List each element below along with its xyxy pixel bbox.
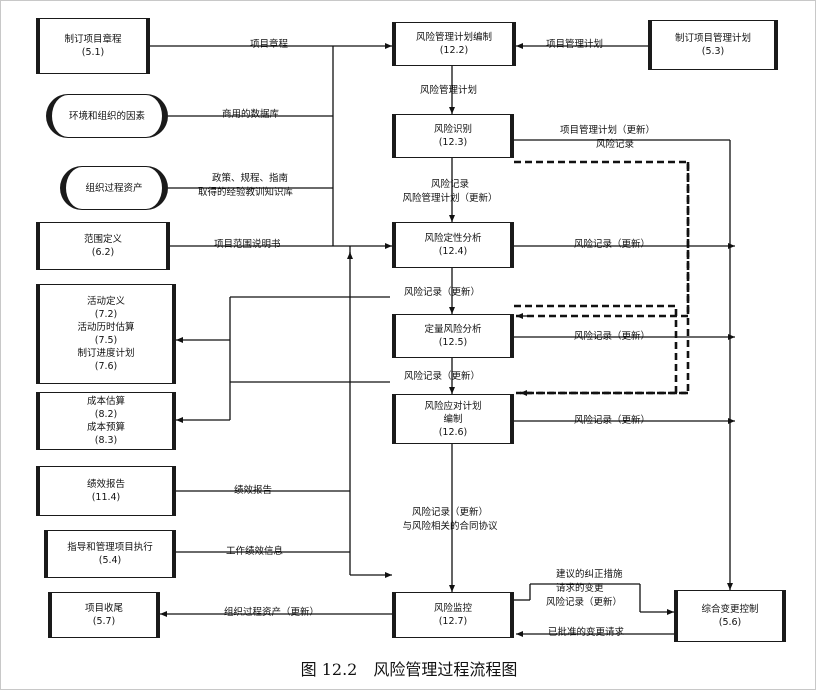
quantitative-analysis-box: 定量风险分析 (12.5) xyxy=(392,314,514,358)
label-ri-down-2: 风险管理计划（更新） xyxy=(402,193,498,204)
label-rmp-out: 风险管理计划 xyxy=(420,85,478,96)
cost-line-2: (8.2) xyxy=(94,409,118,420)
monitor-name: 风险监控 xyxy=(433,603,472,614)
cost-processes-box: 成本估算 (8.2) 成本预算 (8.3) xyxy=(36,392,176,450)
cost-line-4: (8.3) xyxy=(94,435,118,446)
scope-name: 范围定义 xyxy=(83,234,122,245)
perf-code: (11.4) xyxy=(91,492,121,503)
label-qual-down: 风险记录（更新） xyxy=(404,287,481,298)
icc-name: 综合变更控制 xyxy=(701,604,759,615)
label-opa-out-1: 政策、规程、指南 xyxy=(212,173,289,184)
figure-caption: 图 12.2 风险管理过程流程图 xyxy=(300,660,518,679)
icc-code: (5.6) xyxy=(718,617,742,628)
resp-line-3: (12.6) xyxy=(438,426,468,438)
direct-manage-box: 指导和管理项目执行 (5.4) xyxy=(44,530,176,578)
env-factors-box: 环境和组织的因素 xyxy=(46,94,168,138)
label-ri-out-1: 项目管理计划（更新） xyxy=(560,125,656,136)
activity-line-1: 活动定义 xyxy=(86,296,125,307)
project-plan-box: 制订项目管理计划 (5.3) xyxy=(648,20,778,70)
risk-monitor-box: 风险监控 (12.7) xyxy=(392,592,514,638)
ri-name: 风险识别 xyxy=(433,124,472,135)
label-ri-out-2: 风险记录 xyxy=(596,139,635,150)
resp-line-2: 编制 xyxy=(443,413,463,425)
pmp-name: 制订项目管理计划 xyxy=(674,33,751,44)
label-monitor-out-2: 请求的变更 xyxy=(556,583,604,594)
label-opa-out-2: 取得的经验教训知识库 xyxy=(198,187,294,198)
label-charter-out: 项目章程 xyxy=(250,39,289,50)
risk-identification-box: 风险识别 (12.3) xyxy=(392,114,514,158)
label-ri-down-1: 风险记录 xyxy=(430,179,470,190)
rmp-name: 风险管理计划编制 xyxy=(415,32,492,43)
resp-line-1: 风险应对计划 xyxy=(424,400,482,412)
direct-name: 指导和管理项目执行 xyxy=(67,542,153,553)
ri-code: (12.3) xyxy=(438,137,468,148)
scope-code: (6.2) xyxy=(91,247,115,258)
closure-code: (5.7) xyxy=(92,616,116,627)
label-qual-out: 风险记录（更新） xyxy=(574,239,651,250)
label-resp-down-1: 风险记录（更新） xyxy=(411,507,489,518)
label-icc-out: 已批准的变更请求 xyxy=(548,627,625,638)
risk-response-box: 风险应对计划 编制 (12.6) xyxy=(392,394,514,444)
project-closure-box: 项目收尾 (5.7) xyxy=(48,592,160,638)
quant-name: 定量风险分析 xyxy=(424,324,482,335)
activity-line-6: (7.6) xyxy=(94,361,118,372)
performance-report-box: 绩效报告 (11.4) xyxy=(36,466,176,516)
charter-code: (5.1) xyxy=(81,47,105,58)
env-factors-name: 环境和组织的因素 xyxy=(68,110,145,122)
qual-code: (12.4) xyxy=(438,246,468,257)
label-scope-out: 项目范围说明书 xyxy=(214,239,281,250)
label-monitor-out-1: 建议的纠正措施 xyxy=(556,569,623,580)
label-closure-in: 组织过程资产（更新） xyxy=(224,607,320,618)
cost-line-3: 成本预算 xyxy=(86,422,125,433)
schedule-processes-box: 活动定义 (7.2) 活动历时估算 (7.5) 制订进度计划 (7.6) xyxy=(36,284,176,384)
rmp-code: (12.2) xyxy=(439,45,469,56)
monitor-code: (12.7) xyxy=(438,616,468,627)
activity-line-3: 活动历时估算 xyxy=(77,322,135,333)
label-perf-out: 绩效报告 xyxy=(234,485,273,496)
label-quant-out: 风险记录（更新） xyxy=(574,331,651,342)
qualitative-analysis-box: 风险定性分析 (12.4) xyxy=(392,222,514,268)
charter-box: 制订项目章程 (5.1) xyxy=(36,18,150,74)
perf-name: 绩效报告 xyxy=(86,479,125,490)
activity-line-4: (7.5) xyxy=(94,335,118,346)
label-monitor-out-3: 风险记录（更新） xyxy=(546,597,623,608)
scope-definition-box: 范围定义 (6.2) xyxy=(36,222,170,270)
quant-code: (12.5) xyxy=(438,337,468,348)
closure-name: 项目收尾 xyxy=(84,603,123,614)
charter-name: 制订项目章程 xyxy=(64,34,122,45)
label-quant-down: 风险记录（更新） xyxy=(404,371,481,382)
label-env-out: 商用的数据库 xyxy=(222,109,280,120)
change-control-box: 综合变更控制 (5.6) xyxy=(674,590,786,642)
label-pmp-out: 项目管理计划 xyxy=(546,39,604,50)
label-resp-out: 风险记录（更新） xyxy=(574,415,651,426)
activity-line-5: 制订进度计划 xyxy=(77,348,135,359)
org-assets-box: 组织过程资产 xyxy=(60,166,168,210)
direct-code: (5.4) xyxy=(98,555,122,566)
label-resp-down-2: 与风险相关的合同协议 xyxy=(402,521,498,532)
cost-line-1: 成本估算 xyxy=(86,396,125,407)
pmp-code: (5.3) xyxy=(701,46,725,57)
risk-plan-box: 风险管理计划编制 (12.2) xyxy=(392,22,516,66)
org-assets-name: 组织过程资产 xyxy=(85,182,143,194)
label-direct-out: 工作绩效信息 xyxy=(226,546,284,557)
qual-name: 风险定性分析 xyxy=(424,233,482,244)
activity-line-2: (7.2) xyxy=(94,309,118,320)
